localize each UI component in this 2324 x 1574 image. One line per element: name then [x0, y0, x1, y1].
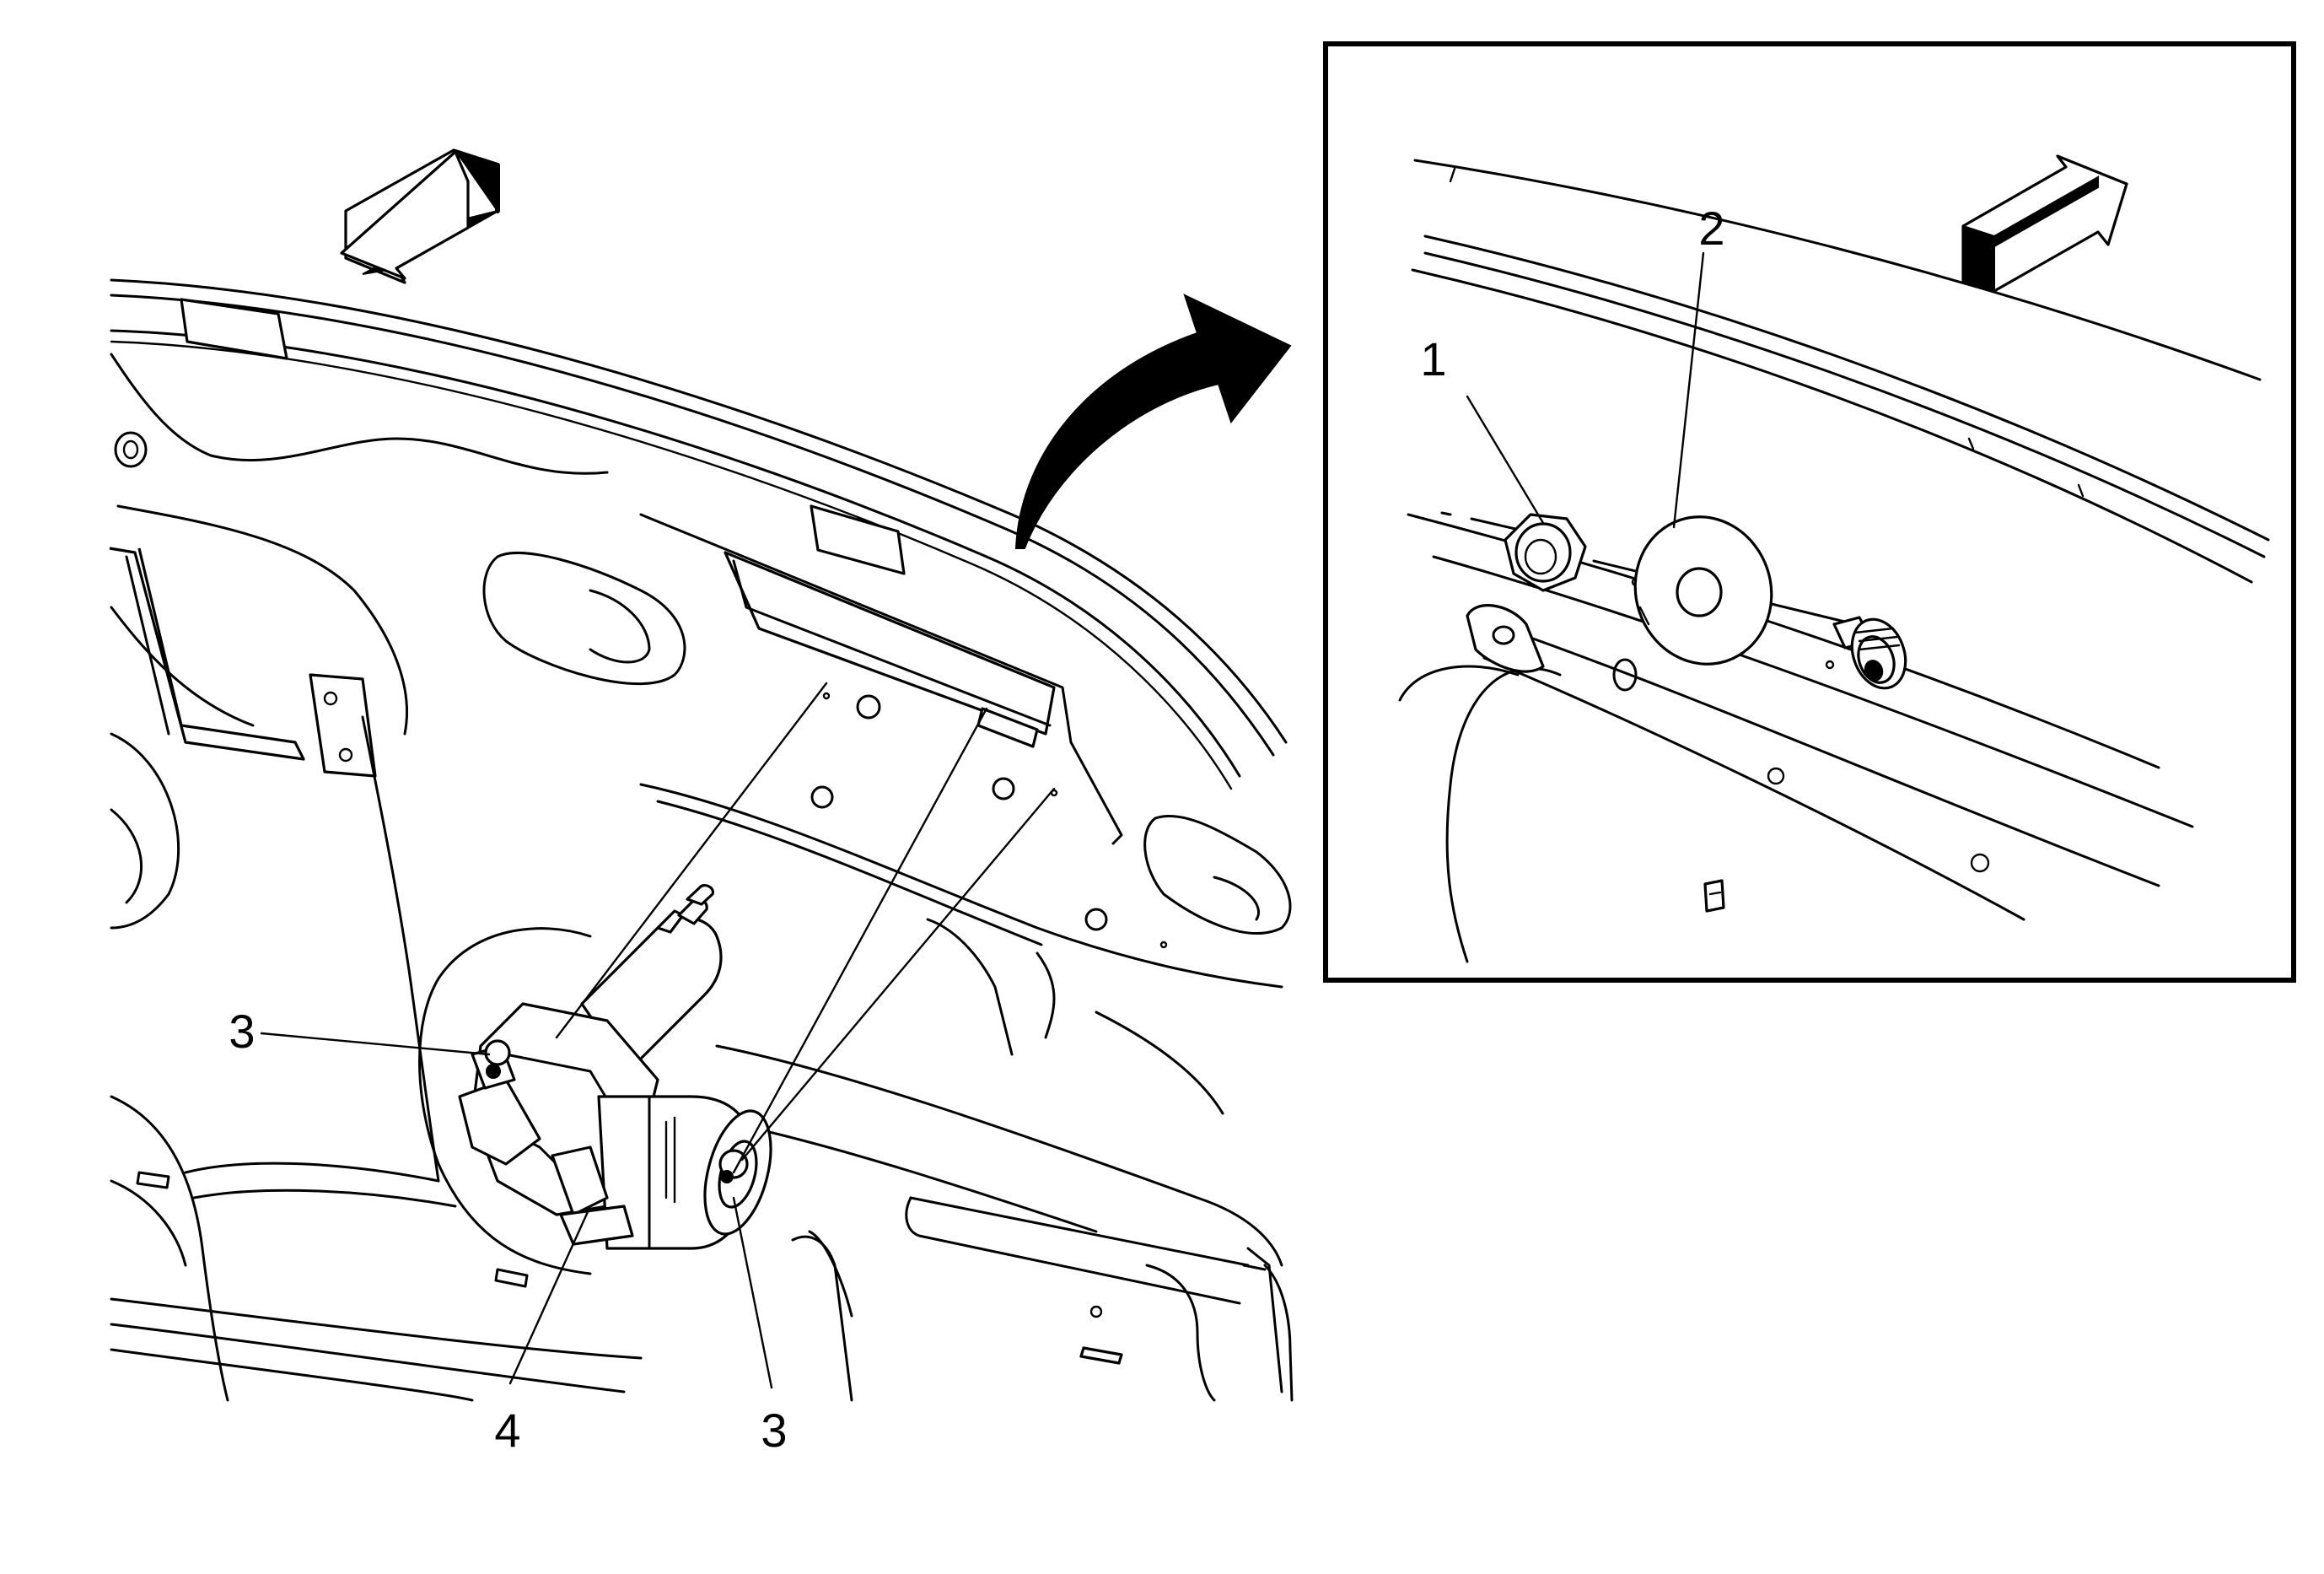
actuator-assembly	[458, 682, 1056, 1250]
callout-label-fastener-left: 3	[229, 1005, 255, 1058]
callout-label-actuator: 4	[494, 1404, 520, 1457]
curved-arrow-icon	[1014, 294, 1292, 549]
callout-label-nut: 1	[1420, 332, 1446, 385]
forward-direction-arrow-icon	[340, 148, 500, 284]
body-panel-main-view	[109, 278, 1294, 1402]
forward-direction-arrow-icon	[1961, 154, 2128, 293]
callout-label-washer: 2	[1698, 202, 1724, 255]
callout-label-fastener-right: 3	[761, 1404, 787, 1457]
callout-leaders	[260, 1032, 773, 1389]
detail-inset	[1323, 41, 2296, 983]
